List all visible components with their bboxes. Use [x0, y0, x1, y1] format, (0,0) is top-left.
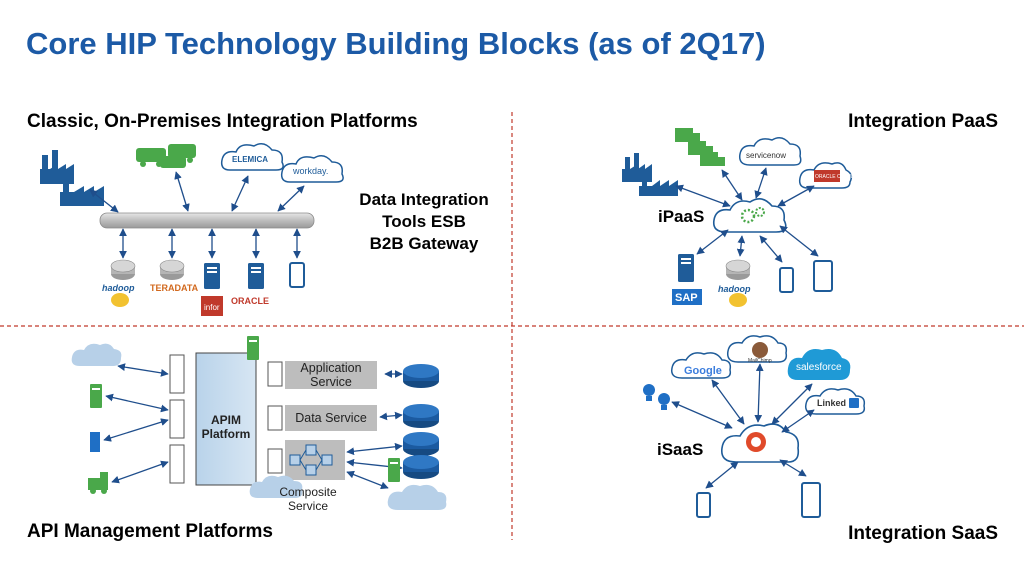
teradata-label: TERADATA [150, 283, 199, 293]
composite-service-label: Composite Service [279, 485, 337, 513]
classic-bottom-arrows [119, 228, 301, 259]
salesforce-cloud-icon: salesforce [787, 349, 851, 380]
apim-platform-label: APIM Platform [201, 413, 251, 441]
router-icon [403, 432, 439, 456]
factory-icon [40, 150, 104, 206]
classic-tools-line: Tools ESB [382, 212, 466, 231]
linkedin-cloud-icon: Linked [804, 388, 866, 415]
oracle-label: ORACLE [231, 296, 269, 306]
mailchimp-label: MailChimp [748, 358, 772, 364]
device-icon [90, 432, 100, 452]
apim-left-arrows [103, 363, 169, 484]
cloud-icon [387, 484, 447, 510]
gateway-slot [169, 444, 185, 484]
router-icon [403, 404, 439, 428]
service-slot [267, 405, 283, 431]
server-icon [90, 384, 102, 408]
router-icon [159, 259, 185, 280]
classic-tools-line: B2B Gateway [369, 234, 479, 253]
sap-label: SAP [675, 292, 698, 304]
integration-bus [99, 212, 315, 229]
isaas-diagram: Google MailChimp salesforce Linked [643, 335, 866, 518]
server-icon [248, 263, 264, 289]
mobile-phone-icon [779, 267, 794, 293]
linkedin-label: Linked [817, 398, 846, 408]
sap-logo [672, 289, 702, 305]
tablet-icon [801, 482, 821, 518]
apim-diagram [71, 336, 447, 510]
apim-platform-box [195, 352, 257, 486]
cloud-icon [249, 475, 303, 498]
truck-icon [675, 128, 725, 166]
classic-tools-text: Data Integration Tools ESB B2B Gateway [344, 189, 504, 255]
workflow-icon [289, 444, 333, 476]
workday-label: workday. [292, 166, 328, 176]
mobile-phone-icon [696, 492, 711, 518]
apim-quadrant-label: API Management Platforms [27, 521, 273, 542]
router-icon [403, 455, 439, 479]
hadoop-label-2: hadoop [718, 284, 751, 294]
gateway-slot [169, 354, 185, 394]
classic-top-arrows [89, 171, 305, 213]
tablet-icon [813, 260, 833, 292]
mobile-phone-icon [289, 262, 305, 288]
mailchimp-cloud-icon: MailChimp [726, 335, 788, 364]
google-label: Google [684, 365, 722, 377]
isaas-central-cloud [720, 423, 800, 463]
router-icon [725, 259, 751, 280]
server-icon [247, 336, 259, 360]
ipaas-quadrant-label: Integration PaaS [848, 111, 998, 132]
oracle-cloud-label: ORACLE CLOUD [815, 174, 855, 180]
data-service-box: Data Service [285, 405, 377, 431]
servicenow-label: servicenow [746, 151, 786, 160]
workday-cloud-icon: workday. [280, 155, 344, 183]
servicenow-cloud-icon: servicenow [738, 137, 802, 166]
service-slot [267, 448, 283, 474]
lightbulb-icon [643, 384, 670, 410]
server-icon [204, 263, 220, 289]
hadoop-label: hadoop [102, 283, 135, 293]
cloud-icon [71, 343, 122, 366]
isaas-center-label: iSaaS [657, 440, 704, 459]
ipaas-center-label: iPaaS [658, 207, 705, 226]
infor-label: infor [204, 303, 220, 312]
hadoop-elephant-icon [729, 293, 747, 307]
factory-icon [622, 153, 678, 196]
salesforce-label: salesforce [796, 362, 842, 373]
isaas-arrows [671, 363, 815, 489]
infor-logo [201, 296, 223, 316]
hadoop-elephant-icon [111, 293, 129, 307]
service-slot [267, 361, 283, 387]
oracle-cloud-icon: ORACLE CLOUD [798, 162, 855, 189]
gateway-slot [169, 399, 185, 439]
classic-diagram: ELEMICA workday. [40, 143, 344, 316]
router-icon [403, 364, 439, 388]
ipaas-diagram: servicenow ORACLE CLOUD [622, 128, 855, 307]
elemica-cloud-icon: ELEMICA [220, 143, 284, 171]
truck-icon [88, 472, 108, 494]
classic-quadrant-label: Classic, On-Premises Integration Platfor… [27, 111, 418, 132]
elemica-label: ELEMICA [232, 155, 268, 164]
slide-title: Core HIP Technology Building Blocks (as … [26, 26, 766, 61]
router-icon [110, 259, 136, 280]
classic-tools-line: Data Integration [359, 190, 489, 209]
ipaas-arrows [675, 167, 819, 263]
application-service-box: Application Service [285, 361, 377, 389]
isaas-quadrant-label: Integration SaaS [848, 523, 998, 544]
server-icon [388, 458, 400, 482]
ipaas-central-cloud [712, 198, 787, 233]
google-cloud-icon: Google [670, 352, 732, 379]
server-icon [678, 254, 694, 282]
truck-icon [136, 144, 196, 168]
